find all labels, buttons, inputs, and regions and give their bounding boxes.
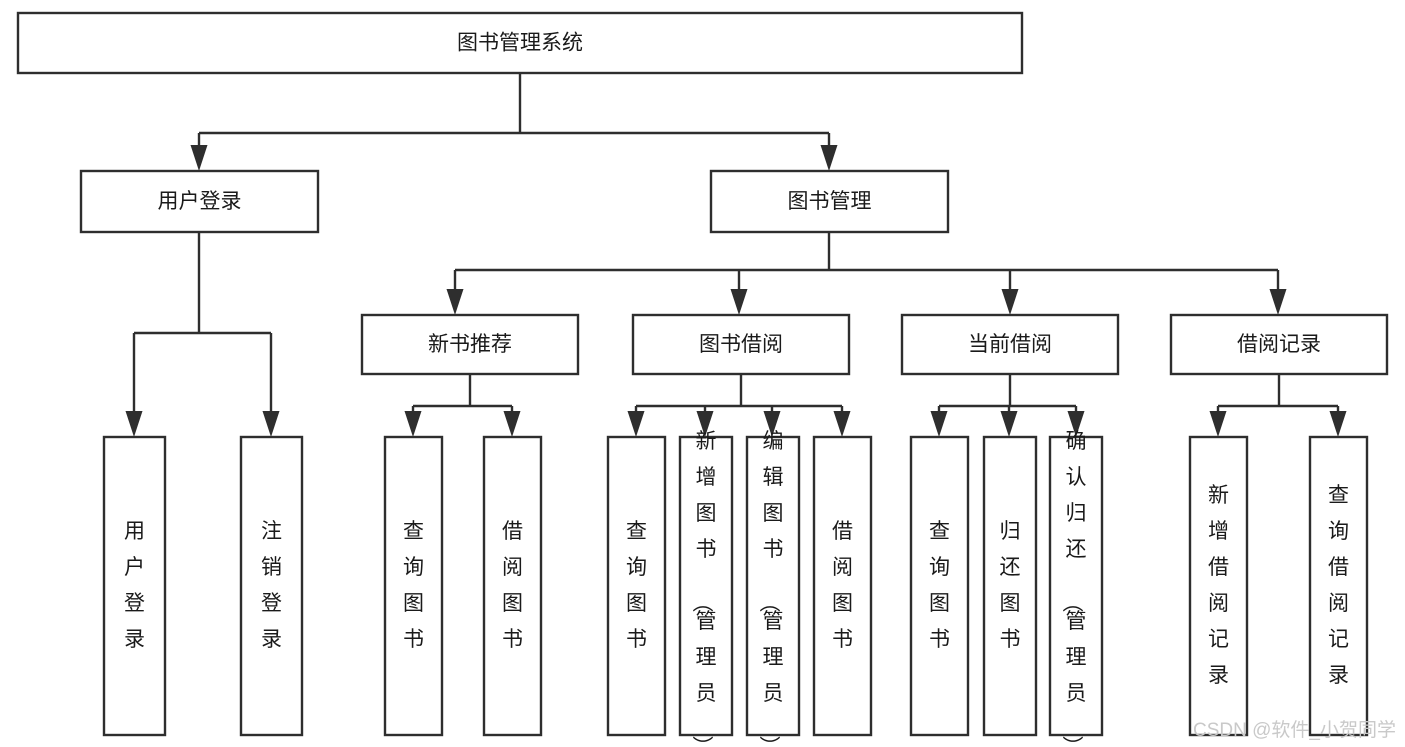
node-box-leaf-borrow-book-2[interactable] [812,435,873,737]
arrow-head-icon [730,289,748,315]
node-box-leaf-add-book[interactable] [678,435,734,737]
node-leaf-confirm-return[interactable]: 确认归还（管理员） [1048,430,1104,747]
node-box-borrow-record[interactable] [1169,313,1389,376]
node-box-leaf-confirm-return[interactable] [1048,435,1104,737]
arrow-head-icon [820,145,838,171]
watermark-label: CSDN @软件_小贺同学 [1193,719,1396,741]
arrow-head-icon [125,411,143,437]
node-leaf-query-book-2[interactable]: 查询图书 [606,435,667,737]
node-label-current-borrow: 当前借阅 [968,333,1052,356]
arrow-head-icon [404,411,422,437]
node-leaf-borrow-book-2[interactable]: 借阅图书 [812,435,873,737]
node-box-new-book-recommend[interactable] [360,313,580,376]
connector-borrow-to-leaves [627,374,851,437]
node-label-book-borrow: 图书借阅 [699,333,783,356]
watermark-layer: CSDN @软件_小贺同学 [1193,719,1396,741]
node-box-leaf-query-book-2[interactable] [606,435,667,737]
arrow-head-icon [503,411,521,437]
node-label-leaf-query-book-3: 查询图书 [929,520,950,651]
node-box-leaf-logout[interactable] [239,435,304,737]
connector-recommend-to-leaves [404,374,521,437]
node-label-borrow-record: 借阅记录 [1237,333,1321,356]
connector-current-to-leaves [930,374,1085,437]
node-label-leaf-add-book: 新增图书（管理员） [691,430,717,747]
connector-root-to-level2 [190,73,838,171]
node-label-leaf-confirm-return: 确认归还（管理员） [1061,430,1087,747]
arrow-head-icon [627,411,645,437]
node-label-leaf-edit-book: 编辑图书（管理员） [758,430,784,747]
node-label-leaf-return-book: 归还图书 [1000,520,1021,651]
arrow-head-icon [930,411,948,437]
arrow-head-icon [763,411,781,437]
arrow-head-icon [262,411,280,437]
node-label-leaf-borrow-book-1: 借阅图书 [502,520,523,651]
node-leaf-return-book[interactable]: 归还图书 [982,435,1038,737]
node-root[interactable]: 图书管理系统 [16,11,1024,75]
node-box-leaf-query-book-1[interactable] [383,435,444,737]
node-user-login[interactable]: 用户登录 [79,169,320,234]
node-label-new-book-recommend: 新书推荐 [428,333,512,356]
node-new-book-recommend[interactable]: 新书推荐 [360,313,580,376]
node-borrow-record[interactable]: 借阅记录 [1169,313,1389,376]
node-leaf-edit-book[interactable]: 编辑图书（管理员） [745,430,801,747]
node-leaf-borrow-book-1[interactable]: 借阅图书 [482,435,543,737]
connectors-layer [125,73,1347,437]
nodes-layer: 图书管理系统用户登录图书管理新书推荐图书借阅当前借阅借阅记录用户登录注销登录查询… [16,11,1389,747]
node-label-leaf-add-record: 新增借阅记录 [1208,484,1229,687]
node-label-leaf-query-book-1: 查询图书 [403,520,424,651]
connector-book-manage-to-level3 [446,232,1287,315]
node-box-leaf-edit-book[interactable] [745,435,801,737]
node-box-root[interactable] [16,11,1024,75]
arrow-head-icon [446,289,464,315]
node-leaf-add-book[interactable]: 新增图书（管理员） [678,430,734,747]
node-book-manage[interactable]: 图书管理 [709,169,950,234]
node-book-borrow[interactable]: 图书借阅 [631,313,851,376]
node-label-leaf-logout: 注销登录 [261,520,282,651]
node-box-user-login[interactable] [79,169,320,234]
node-leaf-add-record[interactable]: 新增借阅记录 [1188,435,1249,737]
node-box-leaf-borrow-book-1[interactable] [482,435,543,737]
node-leaf-query-record[interactable]: 查询借阅记录 [1308,435,1369,737]
arrow-head-icon [190,145,208,171]
node-box-leaf-query-book-3[interactable] [909,435,970,737]
node-box-leaf-query-record[interactable] [1308,435,1369,737]
node-box-leaf-return-book[interactable] [982,435,1038,737]
node-leaf-user-login[interactable]: 用户登录 [102,435,167,737]
node-label-leaf-user-login: 用户登录 [124,520,145,651]
node-label-leaf-query-book-2: 查询图书 [626,520,647,651]
arrow-head-icon [1329,411,1347,437]
node-box-book-borrow[interactable] [631,313,851,376]
arrow-head-icon [833,411,851,437]
connector-user-login-to-leaves [125,232,280,437]
arrow-head-icon [1067,411,1085,437]
node-label-leaf-borrow-book-2: 借阅图书 [832,520,853,651]
arrow-head-icon [696,411,714,437]
node-box-leaf-add-record[interactable] [1188,435,1249,737]
node-current-borrow[interactable]: 当前借阅 [900,313,1120,376]
node-label-book-manage: 图书管理 [788,190,872,213]
arrow-head-icon [1001,289,1019,315]
node-box-book-manage[interactable] [709,169,950,234]
connector-record-to-leaves [1209,374,1347,437]
node-label-user-login: 用户登录 [158,190,242,213]
node-label-leaf-query-record: 查询借阅记录 [1328,484,1349,687]
arrow-head-icon [1269,289,1287,315]
node-box-current-borrow[interactable] [900,313,1120,376]
node-box-leaf-user-login[interactable] [102,435,167,737]
node-leaf-query-book-3[interactable]: 查询图书 [909,435,970,737]
node-label-root: 图书管理系统 [457,32,583,55]
arrow-head-icon [1209,411,1227,437]
node-leaf-query-book-1[interactable]: 查询图书 [383,435,444,737]
node-leaf-logout[interactable]: 注销登录 [239,435,304,737]
arrow-head-icon [1000,411,1018,437]
